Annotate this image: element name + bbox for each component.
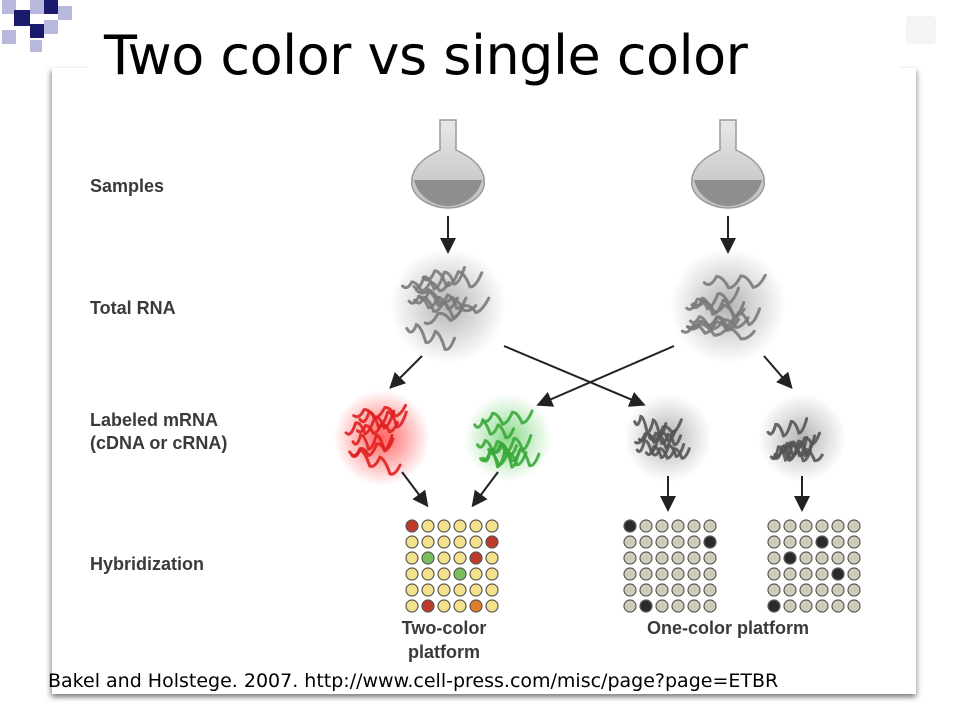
citation-text: Bakel and Holstege. 2007. http://www.cel… <box>48 670 779 692</box>
labeled-green-cluster <box>464 394 552 482</box>
row-label-cdna-crna: (cDNA or cRNA) <box>90 433 227 453</box>
row-label-hybridization: Hybridization <box>90 554 204 574</box>
row-label-labeled-mrna: Labeled mRNA <box>90 410 218 430</box>
row-label-samples: Samples <box>90 176 164 196</box>
labeled-grey-cluster-2 <box>758 394 846 482</box>
sample-flask-left-icon <box>410 119 486 209</box>
sample-flask-right-icon <box>690 119 766 209</box>
labeled-grey-cluster-1 <box>624 394 712 482</box>
one-color-microarray-1 <box>623 519 717 613</box>
arrow-red-to-array <box>401 471 429 508</box>
labeled-red-cluster <box>334 390 430 486</box>
total-rna-right-cluster <box>670 248 786 364</box>
arrow-left-to-red <box>389 355 423 389</box>
arrow-right-to-grey <box>763 355 793 390</box>
arrow-green-to-array <box>471 471 499 508</box>
platform-label-two-color-platform: platform <box>408 642 480 662</box>
decorative-squares-logo <box>2 0 72 52</box>
two-color-microarray <box>405 519 499 613</box>
slide-title: Two color vs single color <box>104 24 748 87</box>
row-label-total-rna: Total RNA <box>90 298 176 318</box>
arrow-right-to-green <box>536 345 675 407</box>
microarray-diagram: Samples Total RNA Labeled mRNA (cDNA or … <box>90 119 861 662</box>
platform-label-two-color: Two-color <box>402 618 487 638</box>
total-rna-left-cluster <box>390 248 506 364</box>
title-backdrop <box>88 14 900 100</box>
one-color-microarray-2 <box>767 519 861 613</box>
arrow-left-to-grey <box>503 345 646 407</box>
corner-decoration <box>900 10 960 50</box>
platform-label-one-color: One-color platform <box>647 618 809 638</box>
